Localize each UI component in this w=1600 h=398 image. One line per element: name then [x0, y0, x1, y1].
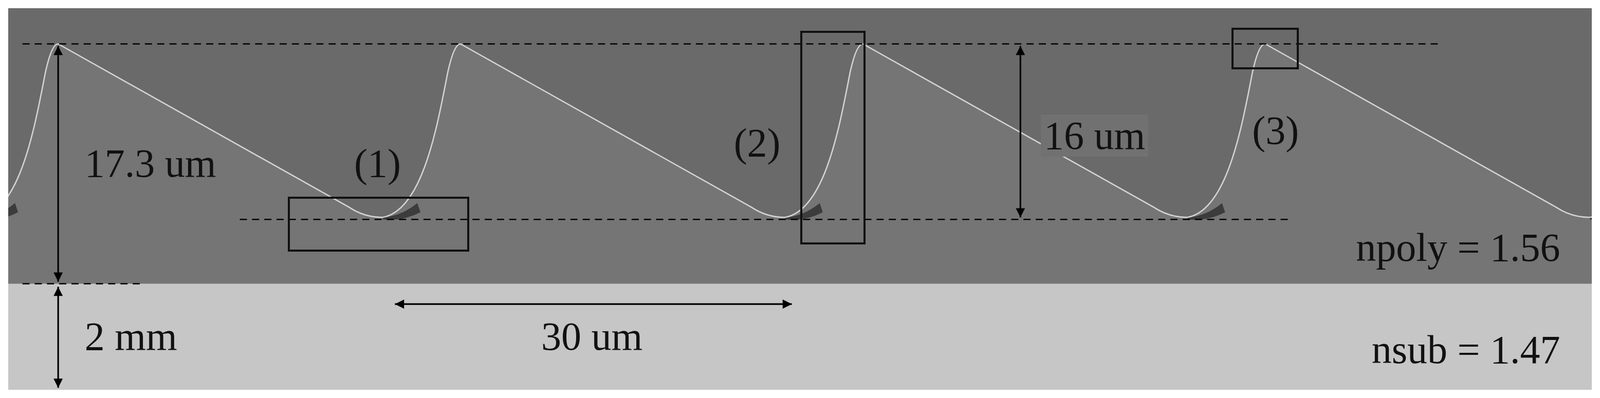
dashed-line: [22, 43, 1440, 45]
dimension-arrow: [57, 286, 60, 389]
callout-number: (2): [733, 122, 781, 163]
detail-box: (1): [287, 196, 470, 252]
refractive-index-label: npoly = 1.56: [1352, 226, 1563, 269]
dimension-label: 2 mm: [81, 315, 181, 358]
substrate: [8, 283, 1592, 391]
callout-number: (3): [1252, 110, 1299, 151]
dimension-arrow: [57, 45, 60, 282]
dashed-line: [240, 218, 1292, 221]
dimension-arrows: [58, 45, 1021, 389]
dashed-line: [22, 283, 143, 285]
dimension-arrow: [1019, 45, 1022, 218]
callout-number: (1): [354, 143, 401, 184]
dimension-arrow: [394, 303, 792, 306]
dimension-label: 16 um: [1040, 114, 1149, 157]
dimension-label: 30 um: [538, 315, 646, 358]
refractive-index-label: nsub = 1.47: [1368, 328, 1564, 372]
reference-lines: [22, 43, 1440, 284]
detail-box: (3): [1231, 27, 1299, 70]
detail-box: (2): [800, 30, 866, 246]
dimension-label: 17.3 um: [81, 142, 220, 185]
